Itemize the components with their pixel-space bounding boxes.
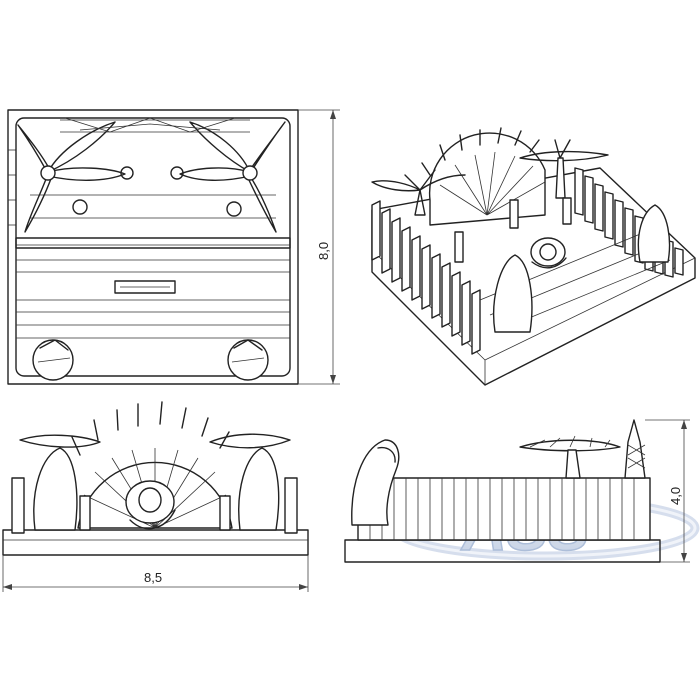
front-penguin-right: [238, 447, 280, 531]
side-penguin: [351, 439, 400, 526]
dimension-width: 8,5: [2, 555, 309, 592]
penguin-right: [227, 339, 269, 381]
iso-penguin-front: [493, 254, 533, 333]
isometric-view: [371, 127, 696, 386]
iso-palm-left: [371, 169, 466, 216]
top-view-slats: [8, 117, 291, 377]
front-view: [2, 401, 309, 556]
front-emblem: [125, 480, 176, 530]
dimension-height: 4,0: [645, 419, 690, 563]
iso-penguin-right: [637, 204, 671, 263]
side-palm: [519, 435, 621, 479]
iso-fence-front: [371, 200, 481, 355]
dimension-depth: 8,0: [298, 109, 340, 385]
height-label: 4,0: [668, 487, 683, 505]
side-view: [344, 419, 661, 563]
side-sun-tower: [624, 419, 646, 479]
iso-sun-fan: [421, 127, 546, 226]
depth-label: 8,0: [316, 242, 331, 260]
front-penguin-left: [33, 447, 78, 531]
top-view: [7, 109, 299, 385]
palm-tree-right: [179, 121, 286, 233]
width-label: 8,5: [144, 570, 162, 585]
palm-tree-left: [17, 121, 126, 233]
penguin-left: [32, 339, 74, 381]
label-slot: [114, 280, 176, 294]
iso-emblem: [530, 237, 567, 269]
